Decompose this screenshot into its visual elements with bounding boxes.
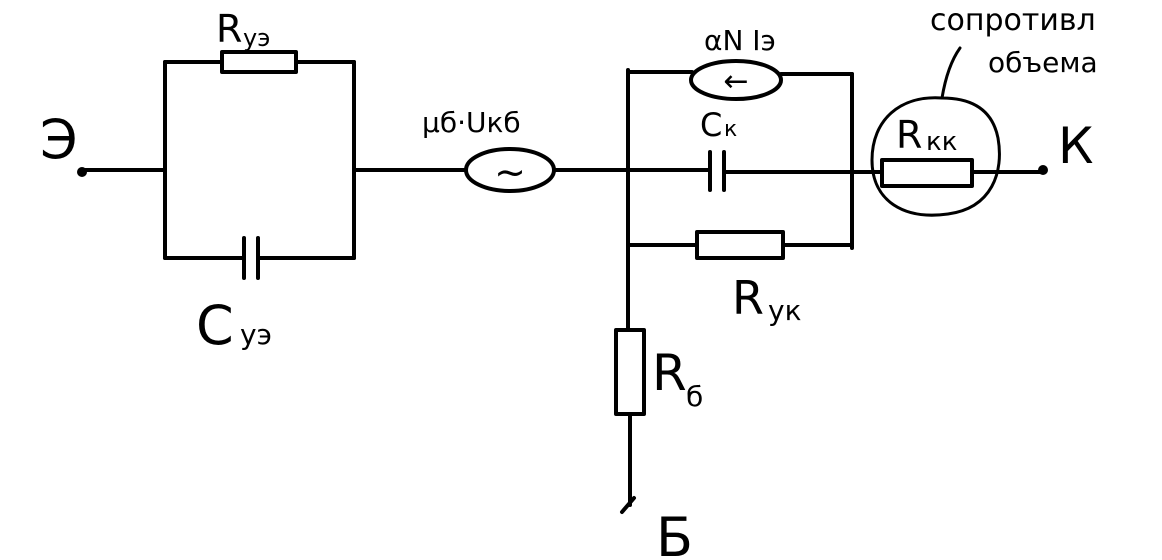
- collector-terminal-dot: [1038, 165, 1048, 175]
- label-c-ue-subscript: уэ: [240, 318, 272, 351]
- voltage-source-glyph: ~: [494, 150, 526, 194]
- label-voltage-source: μб·Uкб: [422, 106, 521, 139]
- label-base: Б: [656, 506, 693, 560]
- annotation-line-1: сопротивл: [930, 3, 1096, 38]
- label-r-b-subscript: б: [686, 380, 703, 413]
- label-ck-subscript: к: [724, 117, 737, 142]
- label-r-ue: R: [216, 7, 242, 51]
- label-ck: C: [700, 106, 722, 144]
- label-r-kk-subscript: кк: [926, 127, 957, 157]
- label-r-b: R: [652, 344, 687, 402]
- resistor-r-b: [614, 328, 646, 416]
- resistor-r-uk: [695, 230, 785, 260]
- current-source-arrow-icon: ←: [723, 64, 748, 99]
- resistor-r-ue: [220, 50, 298, 74]
- annotation-loop: [870, 96, 1001, 217]
- label-collector: К: [1058, 117, 1094, 175]
- label-c-ue: C: [196, 294, 234, 357]
- label-r-uk-subscript: ук: [768, 294, 801, 327]
- annotation-pointer: [940, 46, 962, 100]
- base-terminal-tick: [620, 496, 636, 514]
- label-r-uk: R: [732, 271, 764, 325]
- emitter-terminal-dot: [77, 167, 87, 177]
- label-emitter: Э: [40, 108, 78, 171]
- label-r-ue-subscript: уэ: [243, 24, 270, 52]
- label-current-source: αN Iэ: [704, 24, 776, 57]
- resistor-r-kk: [880, 158, 974, 188]
- label-r-kk: R: [896, 113, 922, 157]
- current-source-symbol: [689, 59, 783, 101]
- annotation-line-2: объема: [988, 46, 1098, 79]
